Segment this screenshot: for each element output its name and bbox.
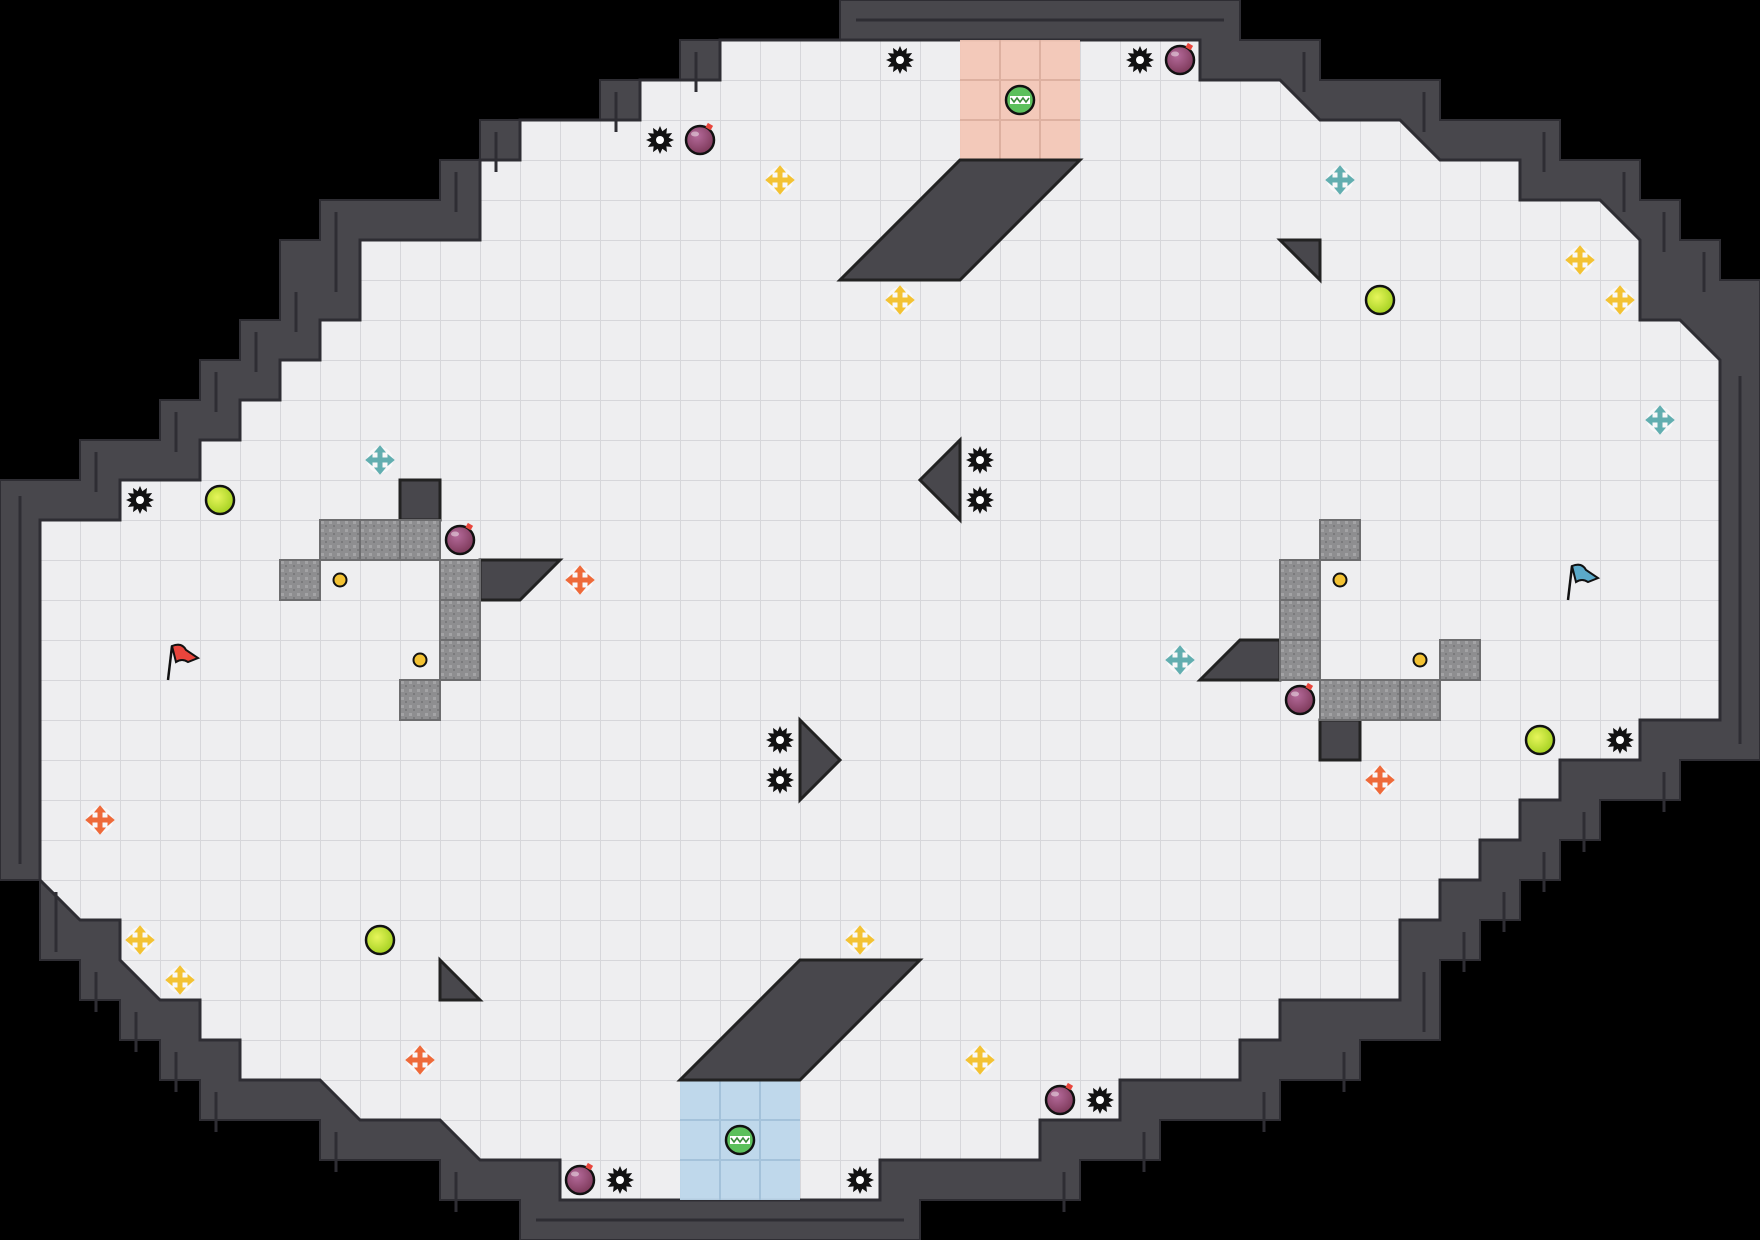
bomb [684,122,716,156]
bomb [1044,1082,1076,1116]
boost-teal [1165,645,1195,675]
wall-triangle-top-right [1276,238,1322,284]
spike-mine [846,1166,874,1194]
spike-mine [1606,726,1634,754]
boost-teal [1645,405,1675,435]
spike-mine [766,726,794,754]
entities-layer [85,42,1675,1196]
powerup [204,484,236,516]
portal-dot [1412,652,1428,668]
powerup [364,924,396,956]
boost-yellow [165,965,195,995]
powerup [1524,724,1556,756]
bomb [564,1162,596,1196]
boost-yellow [765,165,795,195]
boost-orange [85,805,115,835]
wall-wedge-center-bottom [798,716,843,804]
boost-teal [365,445,395,475]
juke-juice-powerup [1004,84,1036,116]
wall-ramp-top [836,158,1084,282]
boost-yellow [965,1045,995,1075]
spike-mine [886,46,914,74]
boost-orange [1365,765,1395,795]
powerup [1364,284,1396,316]
gate-blocks [279,519,1481,721]
boost-yellow [1565,245,1595,275]
bomb [444,522,476,556]
boost-orange [405,1045,435,1075]
boost-yellow [1605,285,1635,315]
spike-mine [606,1166,634,1194]
wall-wedge-center-top [917,436,962,524]
portal-dot [412,652,428,668]
wall-block-right [1318,718,1362,762]
boost-yellow [125,925,155,955]
spike-mine [126,486,154,514]
wall-ramp-bottom [676,958,924,1082]
spike-mine [1126,46,1154,74]
spike-mine [966,486,994,514]
blue-flag [1566,563,1601,601]
boost-teal [1325,165,1355,195]
wall-triangle-bottom-left [438,956,484,1002]
boost-yellow [845,925,875,955]
boost-orange [565,565,595,595]
bomb [1284,682,1316,716]
wall-block-left [398,478,442,522]
bomb [1164,42,1196,76]
interior-walls [398,158,1362,1082]
boost-yellow [885,285,915,315]
spike-mine [1086,1086,1114,1114]
spike-mine [646,126,674,154]
portal-dot [1332,572,1348,588]
portal-dot [332,572,348,588]
juke-juice-powerup [724,1124,756,1156]
spike-mine [766,766,794,794]
spike-mine [966,446,994,474]
wall-ridges [18,18,1742,1222]
red-flag [166,643,201,681]
